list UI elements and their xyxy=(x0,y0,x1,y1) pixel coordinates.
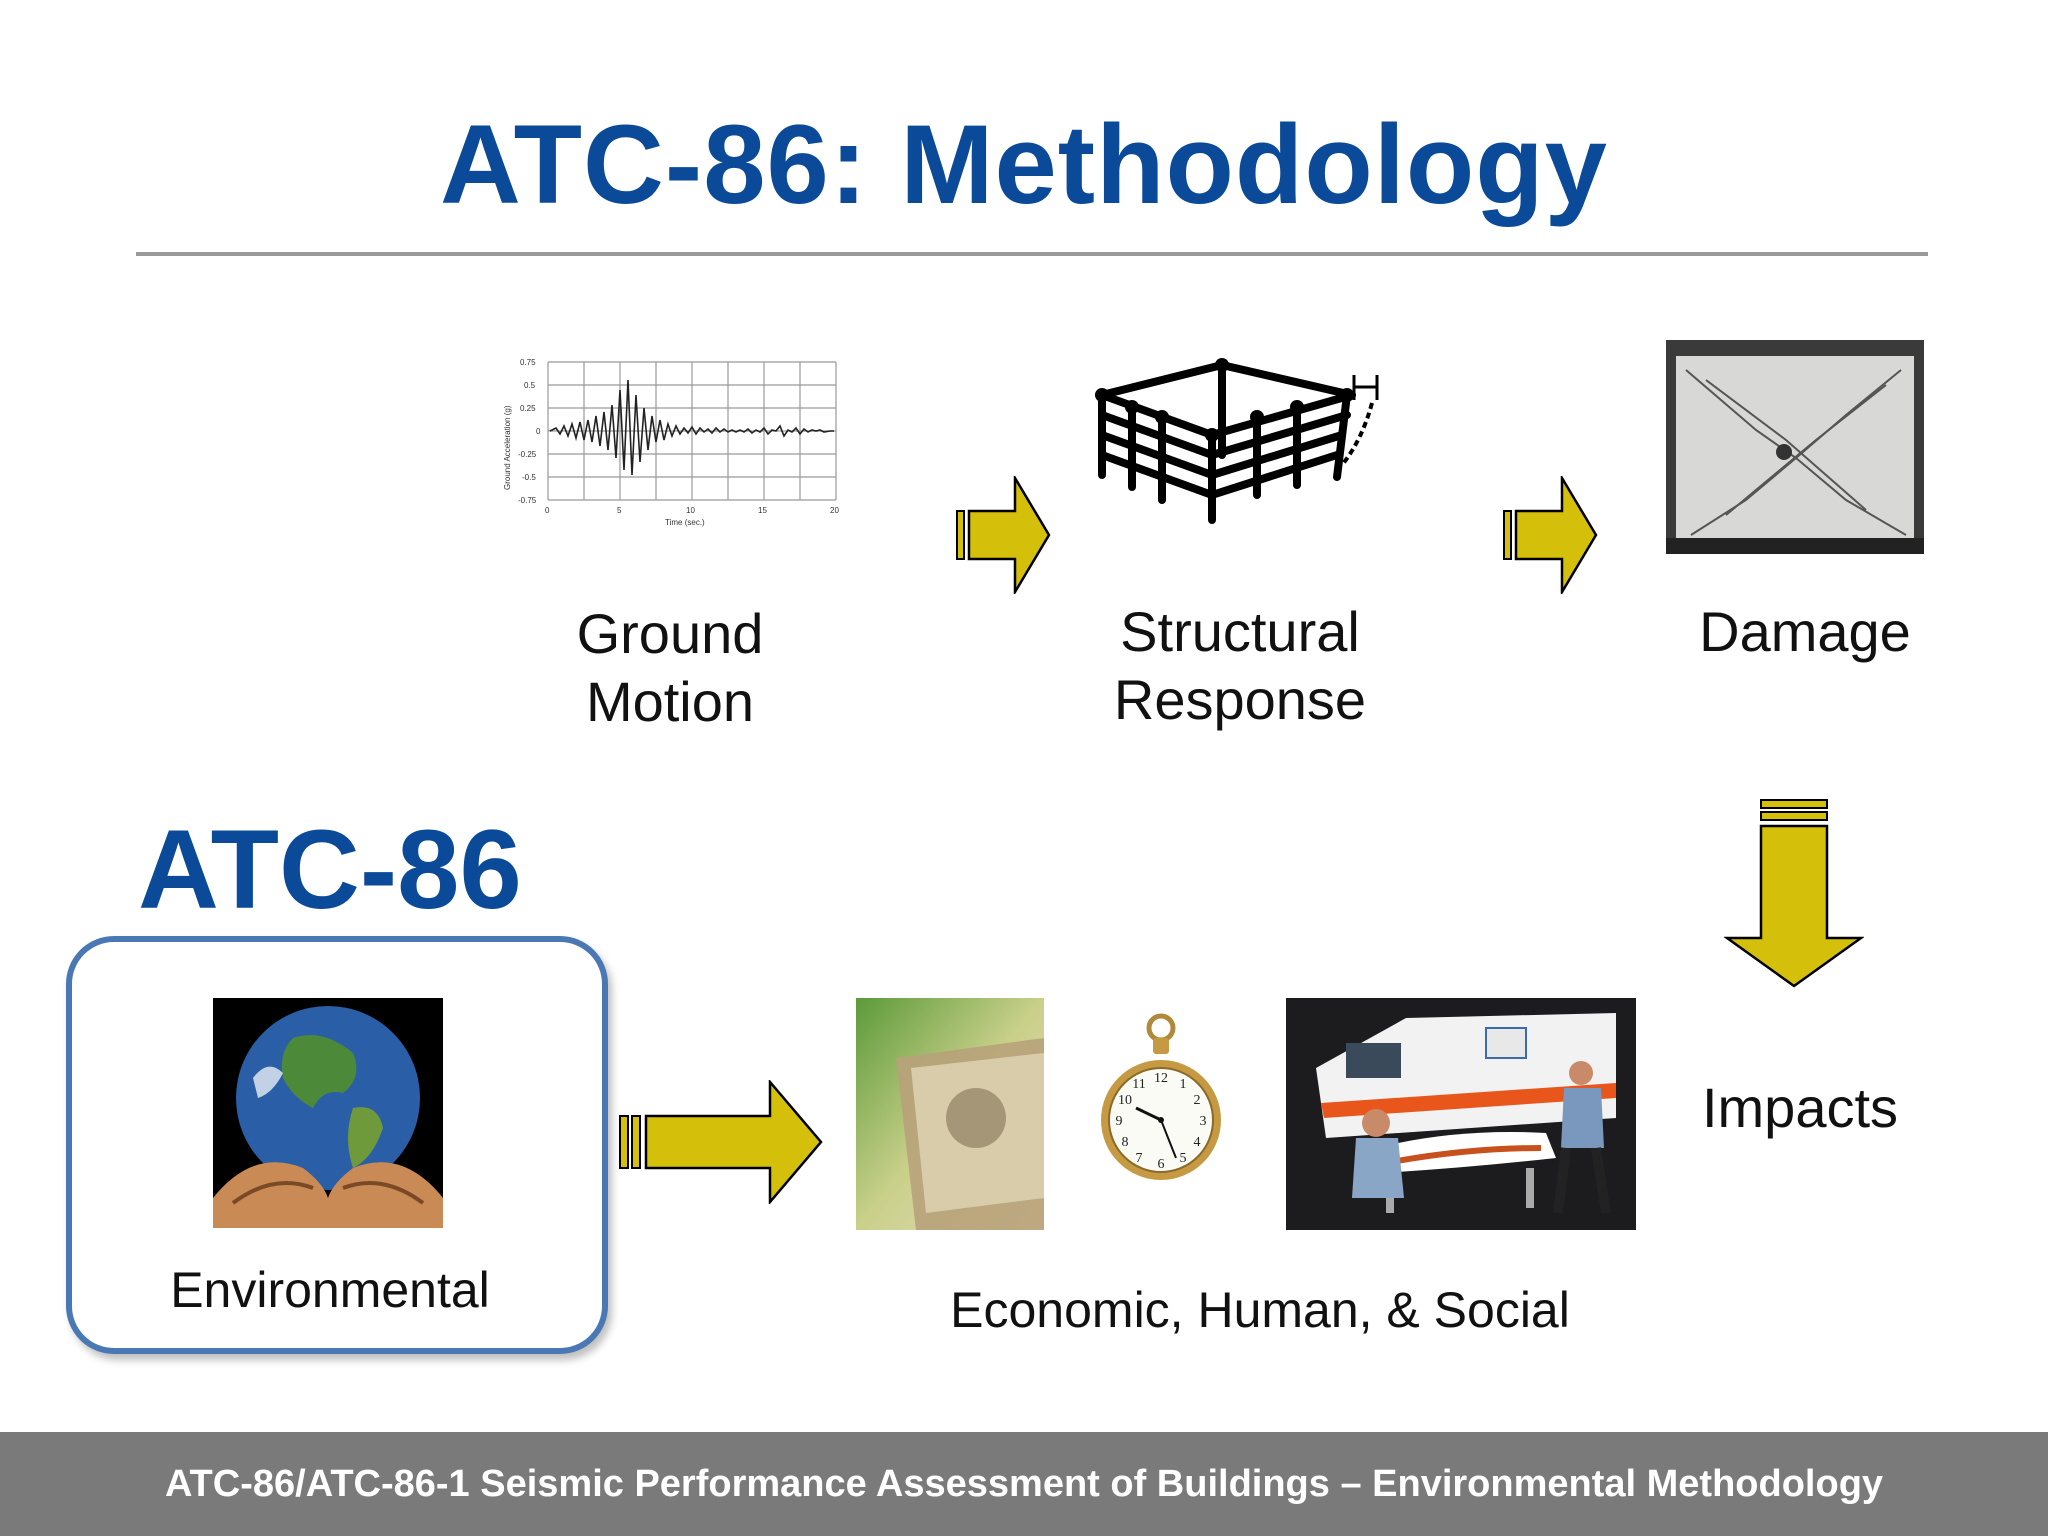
ground-motion-line1: Ground xyxy=(576,602,764,665)
clock-numeral: 9 xyxy=(1116,1114,1123,1129)
title-divider xyxy=(136,252,1928,256)
ground-motion-label: Ground Motion xyxy=(540,600,800,736)
clock-numeral: 4 xyxy=(1194,1135,1201,1150)
ytick: 0.25 xyxy=(520,404,536,413)
ground-motion-line2: Motion xyxy=(585,670,755,733)
xtick: 15 xyxy=(758,506,767,515)
environmental-label: Environmental xyxy=(170,1262,490,1318)
seismogram-icon: 0.75 0.5 0.25 0 -0.25 -0.5 -0.75 0 5 10 … xyxy=(500,350,845,535)
slide-title: ATC-86: Methodology xyxy=(440,102,1608,227)
earth-in-hands-icon xyxy=(213,998,443,1228)
structural-frame-icon xyxy=(1092,355,1392,535)
structural-response-label: Structural Response xyxy=(1080,598,1400,734)
ytick: 0 xyxy=(536,427,541,436)
clock-numeral: 2 xyxy=(1194,1093,1201,1108)
clock-numeral: 3 xyxy=(1200,1114,1207,1129)
clock-numeral: 8 xyxy=(1122,1135,1129,1150)
ytick: 0.75 xyxy=(520,358,536,367)
arrow-down-icon xyxy=(1724,798,1864,988)
slide-footer: ATC-86/ATC-86-1 Seismic Performance Asse… xyxy=(0,1432,2048,1536)
section-heading: ATC-86 xyxy=(138,807,522,932)
xtick: 10 xyxy=(686,506,695,515)
xtick: 5 xyxy=(617,506,622,515)
ylabel: Ground Acceleration (g) xyxy=(503,405,512,490)
xtick: 20 xyxy=(830,506,839,515)
clock-numeral: 5 xyxy=(1180,1151,1187,1166)
clock-numeral: 11 xyxy=(1132,1077,1145,1092)
ytick: -0.25 xyxy=(518,450,537,459)
ytick: 0.5 xyxy=(524,381,536,390)
ytick: -0.5 xyxy=(522,473,536,482)
money-icon xyxy=(856,998,1044,1230)
pocket-watch-icon: 12 1 2 3 4 5 6 7 8 9 10 11 xyxy=(1096,1010,1226,1190)
clock-numeral: 7 xyxy=(1136,1151,1143,1166)
cracked-wall-icon xyxy=(1666,340,1924,554)
arrow-right-icon xyxy=(618,1080,823,1204)
xlabel: Time (sec.) xyxy=(665,518,705,527)
damage-label: Damage xyxy=(1699,600,1911,663)
xtick: 0 xyxy=(545,506,550,515)
ytick: -0.75 xyxy=(518,496,537,505)
clock-numeral: 10 xyxy=(1118,1093,1132,1108)
arrow-right-icon xyxy=(955,476,1051,594)
clock-numeral: 1 xyxy=(1180,1077,1187,1092)
economic-human-social-label: Economic, Human, & Social xyxy=(950,1282,1570,1338)
clock-numeral: 6 xyxy=(1158,1157,1165,1172)
structural-response-line1: Structural xyxy=(1120,600,1360,663)
impacts-label: Impacts xyxy=(1701,1076,1899,1139)
ambulance-icon xyxy=(1286,998,1636,1230)
footer-text: ATC-86/ATC-86-1 Seismic Performance Asse… xyxy=(164,1462,1884,1505)
structural-response-line2: Response xyxy=(1113,668,1367,731)
arrow-right-icon xyxy=(1502,476,1598,594)
clock-numeral: 12 xyxy=(1154,1071,1168,1086)
